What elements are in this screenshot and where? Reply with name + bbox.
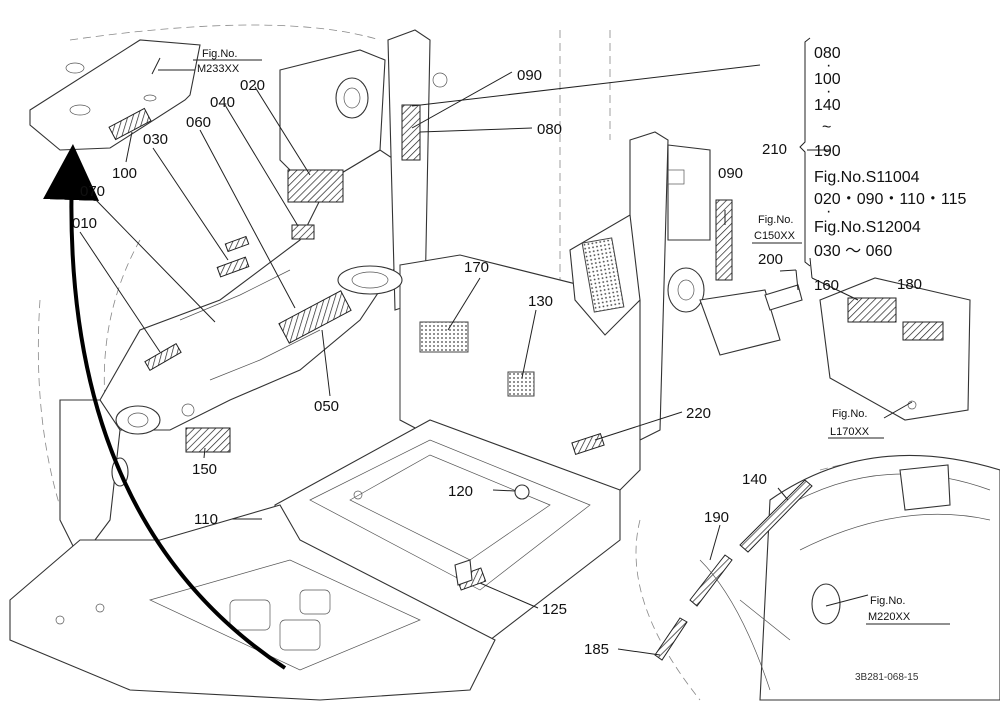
part-label-090-a: 090 (517, 67, 542, 84)
svg-text:Fig.No.S12004: Fig.No.S12004 (814, 219, 921, 236)
part-label-070: 070 (80, 183, 105, 200)
part-label-030: 030 (143, 131, 168, 148)
kit-list-bracket (799, 37, 811, 267)
svg-text:Fig.No.: Fig.No. (758, 214, 793, 226)
leader-lines (79, 57, 913, 656)
cover-panel-180 (819, 277, 971, 421)
part-label-040: 040 (210, 94, 235, 111)
part-label-160: 160 (814, 277, 839, 294)
svg-text:M233XX: M233XX (197, 63, 240, 75)
left-post (387, 29, 448, 311)
part-label-185: 185 (584, 641, 609, 658)
part-label-150: 150 (192, 461, 217, 478)
floor-plate-upper (29, 39, 201, 151)
svg-text:Fig.No.: Fig.No. (870, 595, 905, 607)
svg-text:140: 140 (814, 97, 841, 114)
fig-ref-c150[interactable]: Fig.No. C150XX (752, 214, 802, 244)
svg-text:·: · (826, 83, 831, 100)
right-fender (759, 454, 1000, 701)
part-label-190: 190 (704, 509, 729, 526)
part-label-050: 050 (314, 398, 339, 415)
part-label-210: 210 (762, 141, 787, 158)
drawing-code: 3B281-068-15 (855, 672, 919, 683)
svg-text:Fig.No.: Fig.No. (202, 48, 237, 60)
part-label-100: 100 (112, 165, 137, 182)
part-label-140: 140 (742, 471, 767, 488)
switch-200 (764, 284, 803, 311)
kit-list: 080 · 100 · 140 ~ 190 Fig.No.S11004 020・… (814, 45, 967, 260)
svg-text:L170XX: L170XX (830, 426, 870, 438)
svg-text:M220XX: M220XX (868, 611, 911, 623)
part-label-090-b: 090 (718, 165, 743, 182)
fig-ref-m220[interactable]: Fig.No. M220XX (866, 595, 950, 625)
part-label-060: 060 (186, 114, 211, 131)
part-label-010: 010 (72, 215, 97, 232)
part-label-125: 125 (542, 601, 567, 618)
svg-text:~: ~ (822, 119, 831, 136)
part-label-200: 200 (758, 251, 783, 268)
svg-text:100: 100 (814, 71, 841, 88)
speaker-bracket (569, 199, 781, 356)
part-label-110: 110 (194, 511, 218, 528)
fig-ref-l170[interactable]: Fig.No. L170XX (828, 408, 884, 439)
svg-text:Fig.No.: Fig.No. (832, 408, 867, 420)
seat-deck (337, 254, 641, 521)
svg-text:030 ～ 060: 030 ～ 060 (814, 243, 892, 260)
part-labels: 010 070 100 030 060 040 020 050 150 090 … (72, 67, 922, 658)
svg-text:·: · (826, 203, 831, 220)
svg-text:Fig.No.S11004: Fig.No.S11004 (814, 169, 920, 186)
svg-text:190: 190 (814, 143, 841, 160)
decals-right (654, 479, 813, 691)
part-label-220: 220 (686, 405, 711, 422)
svg-text:·: · (826, 57, 831, 74)
part-label-180: 180 (897, 276, 922, 293)
fig-ref-m233[interactable]: Fig.No. M233XX (193, 48, 262, 75)
assembly-arrow (43, 144, 287, 670)
svg-text:080: 080 (814, 45, 841, 62)
part-label-130: 130 (528, 293, 553, 310)
floor-plate-lower (9, 504, 496, 701)
dashboard-panel (99, 49, 411, 453)
part-label-020: 020 (240, 77, 265, 94)
part-label-120: 120 (448, 483, 473, 500)
svg-text:020・090・110・115: 020・090・110・115 (814, 191, 967, 208)
part-label-170: 170 (464, 259, 489, 276)
part-label-080: 080 (537, 121, 562, 138)
svg-text:C150XX: C150XX (754, 230, 796, 242)
